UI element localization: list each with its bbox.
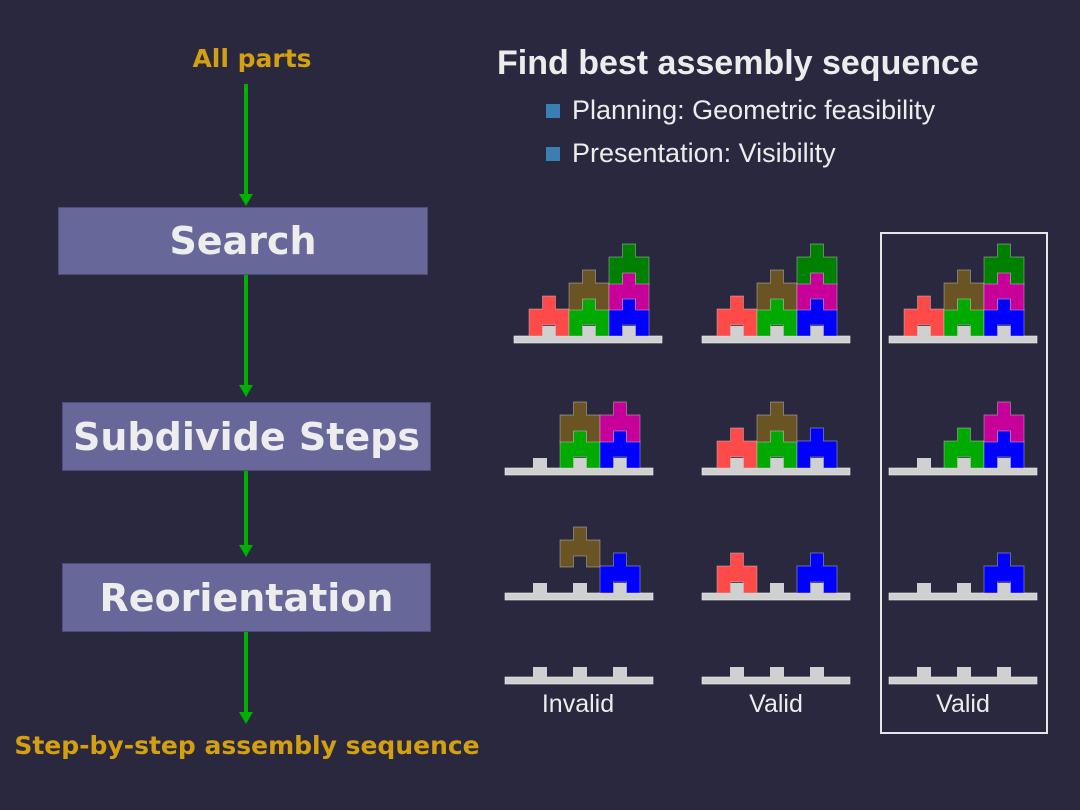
- assembly-step: [504, 667, 654, 685]
- base-peg: [997, 667, 1011, 678]
- base-peg: [533, 458, 547, 469]
- output-label: Step-by-step assembly sequence: [14, 731, 480, 760]
- base-plate: [701, 467, 851, 476]
- base-peg: [613, 583, 627, 594]
- selected-sequence-highlight: [880, 232, 1048, 734]
- sequence-label-valid-selected: Valid: [936, 690, 990, 718]
- assembly-step: [701, 243, 851, 344]
- base-peg: [810, 667, 824, 678]
- base-peg: [730, 458, 744, 469]
- base-peg: [917, 583, 931, 594]
- assembly-step: [701, 401, 851, 476]
- base-peg: [533, 667, 547, 678]
- stage-reorientation-label: Reorientation: [99, 575, 394, 620]
- assembly-step: [504, 401, 654, 476]
- assembly-step: [701, 552, 851, 601]
- base-peg: [770, 326, 784, 337]
- goal-bullet-text: Planning: Geometric feasibility: [572, 95, 936, 125]
- base-plate: [701, 335, 851, 344]
- bullet-square-icon: [546, 146, 560, 161]
- part-darkgreen: [608, 243, 650, 285]
- part-brown: [559, 526, 601, 568]
- part-magenta: [983, 401, 1025, 443]
- stage-search-label: Search: [169, 219, 317, 263]
- base-peg: [997, 583, 1011, 594]
- base-plate: [504, 676, 654, 685]
- base-peg: [730, 583, 744, 594]
- base-peg: [573, 667, 587, 678]
- base-peg: [957, 667, 971, 678]
- base-peg: [730, 326, 744, 337]
- base-peg: [810, 326, 824, 337]
- base-peg: [613, 667, 627, 678]
- stage-subdivide-label: Subdivide Steps: [73, 414, 420, 459]
- base-peg: [542, 326, 556, 337]
- part-red: [716, 552, 758, 594]
- base-peg: [770, 667, 784, 678]
- base-peg: [573, 583, 587, 594]
- assembly-step: [888, 552, 1038, 601]
- stage-subdivide-steps: Subdivide Steps: [62, 402, 431, 471]
- base-peg: [533, 583, 547, 594]
- assembly-step: [701, 667, 851, 685]
- stage-search: Search: [58, 207, 428, 275]
- base-peg: [957, 326, 971, 337]
- sequence-label-valid: Valid: [749, 690, 803, 718]
- base-plate: [504, 467, 654, 476]
- part-blue: [599, 552, 641, 594]
- part-blue: [796, 427, 838, 469]
- stage-reorientation: Reorientation: [62, 563, 431, 632]
- base-peg: [957, 583, 971, 594]
- base-plate: [701, 592, 851, 601]
- sequence-label-invalid: Invalid: [541, 690, 615, 718]
- base-peg: [997, 326, 1011, 337]
- assembly-sequence-column: [504, 243, 663, 685]
- input-label: All parts: [192, 44, 312, 73]
- base-plate: [504, 592, 654, 601]
- base-peg: [770, 458, 784, 469]
- assembly-step: [513, 243, 663, 344]
- base-peg: [917, 667, 931, 678]
- part-blue: [983, 552, 1025, 594]
- goal-bullet: Planning: Geometric feasibility: [546, 95, 935, 126]
- base-peg: [730, 667, 744, 678]
- base-peg: [997, 458, 1011, 469]
- base-peg: [582, 326, 596, 337]
- goal-title: Find best assembly sequence: [497, 44, 979, 82]
- goal-bullet: Presentation: Visibility: [546, 138, 836, 169]
- part-brown: [756, 401, 798, 443]
- flow-arrows: [239, 84, 253, 724]
- flow-arrow-head-icon: [239, 194, 253, 206]
- assembly-sequence-column: [701, 243, 851, 685]
- flow-arrow-head-icon: [239, 712, 253, 724]
- base-peg: [613, 458, 627, 469]
- base-peg: [573, 458, 587, 469]
- bullet-square-icon: [546, 103, 560, 118]
- assembly-step: [888, 401, 1038, 476]
- base-plate: [701, 676, 851, 685]
- base-peg: [622, 326, 636, 337]
- part-blue: [796, 552, 838, 594]
- base-peg: [917, 458, 931, 469]
- base-peg: [810, 583, 824, 594]
- base-peg: [917, 326, 931, 337]
- part-magenta: [599, 401, 641, 443]
- assembly-step: [888, 667, 1038, 685]
- goal-bullet-text: Presentation: Visibility: [572, 138, 836, 168]
- flow-arrow-head-icon: [239, 385, 253, 397]
- assembly-step: [504, 526, 654, 601]
- assembly-sequence-column: [888, 243, 1038, 685]
- assembly-sequences: [504, 243, 1038, 685]
- assembly-step: [888, 243, 1038, 344]
- flow-arrow-head-icon: [239, 545, 253, 557]
- base-peg: [770, 583, 784, 594]
- base-peg: [957, 458, 971, 469]
- part-darkgreen: [983, 243, 1025, 285]
- base-peg: [810, 458, 824, 469]
- part-darkgreen: [796, 243, 838, 285]
- base-plate: [513, 335, 663, 344]
